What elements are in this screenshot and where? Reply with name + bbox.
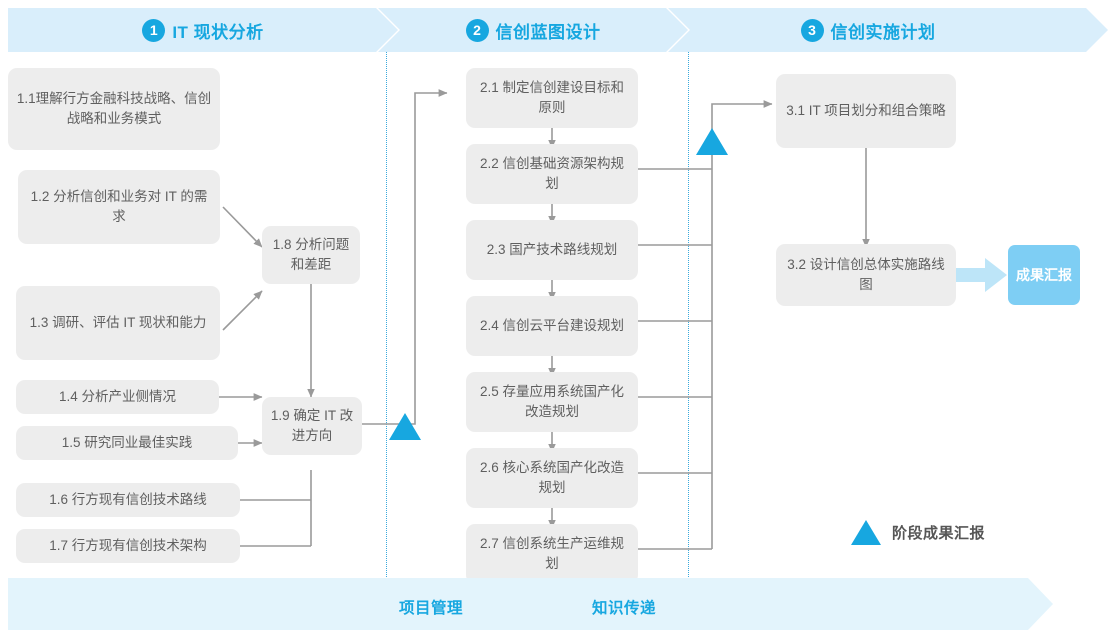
wire-1-2-to-1-8 [222, 206, 263, 248]
node-1-3[interactable]: 1.3 调研、评估 IT 现状和能力 [16, 286, 220, 360]
stage-divider-1-2 [386, 52, 387, 577]
legend-label: 阶段成果汇报 [892, 525, 986, 542]
bottom-label-project-management: 项目管理 [399, 600, 464, 617]
stage-number-2: 2 [465, 18, 489, 42]
stage-title-3: 信创实施计划 [830, 22, 936, 42]
wire-3-2-to-result-arrow [954, 258, 1007, 292]
node-1-8[interactable]: 1.8 分析问题和差距 [262, 226, 360, 284]
node-result-report[interactable]: 成果汇报 [1008, 245, 1080, 305]
stage-number-3: 3 [800, 18, 824, 42]
bottom-label-knowledge-transfer: 知识传递 [592, 600, 657, 617]
node-2-2[interactable]: 2.2 信创基础资源架构规划 [466, 144, 638, 204]
node-1-4[interactable]: 1.4 分析产业侧情况 [16, 380, 219, 414]
stage-band-2-shape [378, 8, 688, 52]
stage-number-1: 1 [142, 18, 166, 42]
stage-header-2[interactable]: 2 信创蓝图设计 [378, 8, 688, 52]
stage-header-1[interactable]: 1 IT 现状分析 [8, 8, 398, 52]
node-1-6[interactable]: 1.6 行方现有信创技术路线 [16, 483, 240, 517]
node-3-2[interactable]: 3.2 设计信创总体实施路线图 [776, 244, 956, 306]
node-2-6[interactable]: 2.6 核心系统国产化改造规划 [466, 448, 638, 508]
node-3-1[interactable]: 3.1 IT 项目划分和组合策略 [776, 74, 956, 148]
node-2-1[interactable]: 2.1 制定信创建设目标和原则 [466, 68, 638, 128]
stage-divider-2-3 [688, 52, 689, 577]
stage-band-1-shape [8, 8, 398, 52]
node-1-1[interactable]: 1.1理解行方金融科技战略、信创战略和业务模式 [8, 68, 220, 150]
node-1-2[interactable]: 1.2 分析信创和业务对 IT 的需求 [18, 170, 220, 244]
stage-band-1: 1 IT 现状分析 [8, 8, 398, 52]
triangle-milestone-icon [851, 520, 881, 545]
stage-band-2: 2 信创蓝图设计 [378, 8, 688, 52]
node-2-3[interactable]: 2.3 国产技术路线规划 [466, 220, 638, 280]
stage-band-3-shape [668, 8, 1108, 52]
node-1-9[interactable]: 1.9 确定 IT 改进方向 [262, 397, 362, 455]
node-1-5[interactable]: 1.5 研究同业最佳实践 [16, 426, 238, 460]
legend: 阶段成果汇报 [851, 520, 985, 545]
stage-title-1: IT 现状分析 [172, 22, 264, 42]
bottom-band [8, 578, 1053, 630]
wire-1-9-to-2-1 [362, 89, 448, 425]
node-1-7[interactable]: 1.7 行方现有信创技术架构 [16, 529, 240, 563]
bottom-band-shape [8, 578, 1053, 630]
milestone-triangle-stage1-icon [389, 413, 421, 440]
node-2-4[interactable]: 2.4 信创云平台建设规划 [466, 296, 638, 356]
stage-band-3: 3 信创实施计划 [668, 8, 1108, 52]
wire-1-3-to-1-8 [222, 290, 263, 331]
node-2-7[interactable]: 2.7 信创系统生产运维规划 [466, 524, 638, 584]
wire-bus-to-3-1 [711, 100, 773, 118]
milestone-triangle-stage2-icon [696, 128, 728, 155]
node-2-5[interactable]: 2.5 存量应用系统国产化改造规划 [466, 372, 638, 432]
stage-title-2: 信创蓝图设计 [495, 22, 601, 42]
stage-header-3[interactable]: 3 信创实施计划 [668, 8, 1068, 52]
